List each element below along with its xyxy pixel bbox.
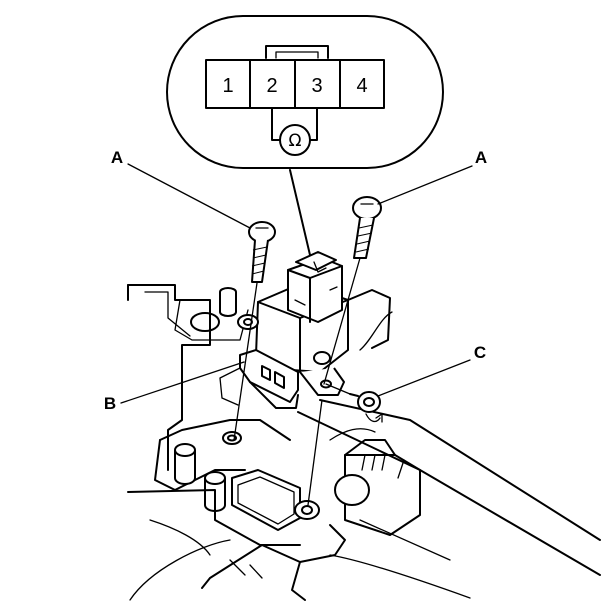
callout-b: B	[104, 361, 245, 413]
callout-a-right-label: A	[475, 148, 487, 167]
pin-3-label: 3	[311, 75, 322, 97]
connector-terminal-view: 1 2 3 4 Ω	[166, 15, 444, 169]
callout-c-label: C	[474, 343, 486, 362]
connector-view-outline	[166, 15, 444, 169]
connector-latch	[265, 45, 329, 59]
callout-a-right: A	[377, 148, 487, 205]
switch-body	[219, 251, 349, 409]
callout-c: C	[377, 343, 486, 397]
screw-a-left	[233, 221, 276, 441]
pin-1-label: 1	[222, 75, 233, 97]
pin-4-label: 4	[356, 75, 367, 97]
ohmmeter-symbol	[279, 124, 311, 156]
fastener-c	[325, 383, 383, 423]
screw-a-right	[307, 196, 382, 506]
callout-a-left: A	[111, 148, 251, 229]
callout-b-label: B	[104, 394, 116, 413]
bracket-assembly	[127, 284, 601, 601]
ohm-icon: Ω	[289, 131, 302, 151]
callout-a-left-label: A	[111, 148, 123, 167]
pin-2-label: 2	[266, 75, 277, 97]
